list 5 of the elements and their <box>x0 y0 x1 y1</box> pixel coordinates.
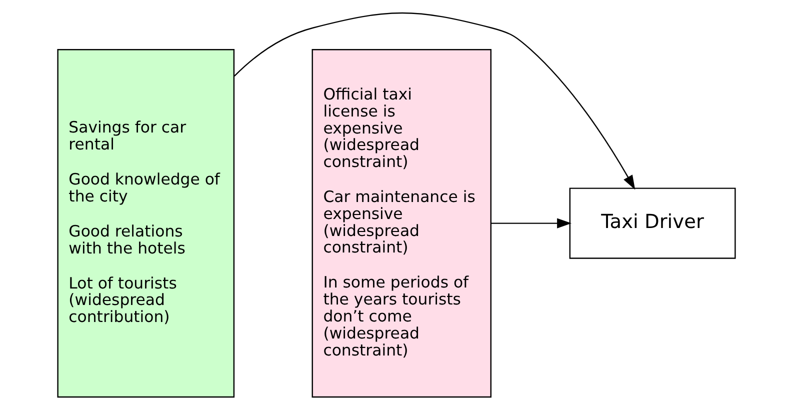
node-box: Savings for car rental Good knowledge of the city Good relations with the hotels Lot of tourists (widespread contribution) <box>56 48 234 398</box>
node-box: Taxi Driver <box>568 188 736 259</box>
node-box: Official taxi license is expensive (widespread constraint) Car maintenance is expensive (widespread constraint) In some periods of the years tourists don’t come (widespread constraint) <box>311 48 491 398</box>
arrow <box>233 12 635 190</box>
arrow <box>490 218 572 228</box>
